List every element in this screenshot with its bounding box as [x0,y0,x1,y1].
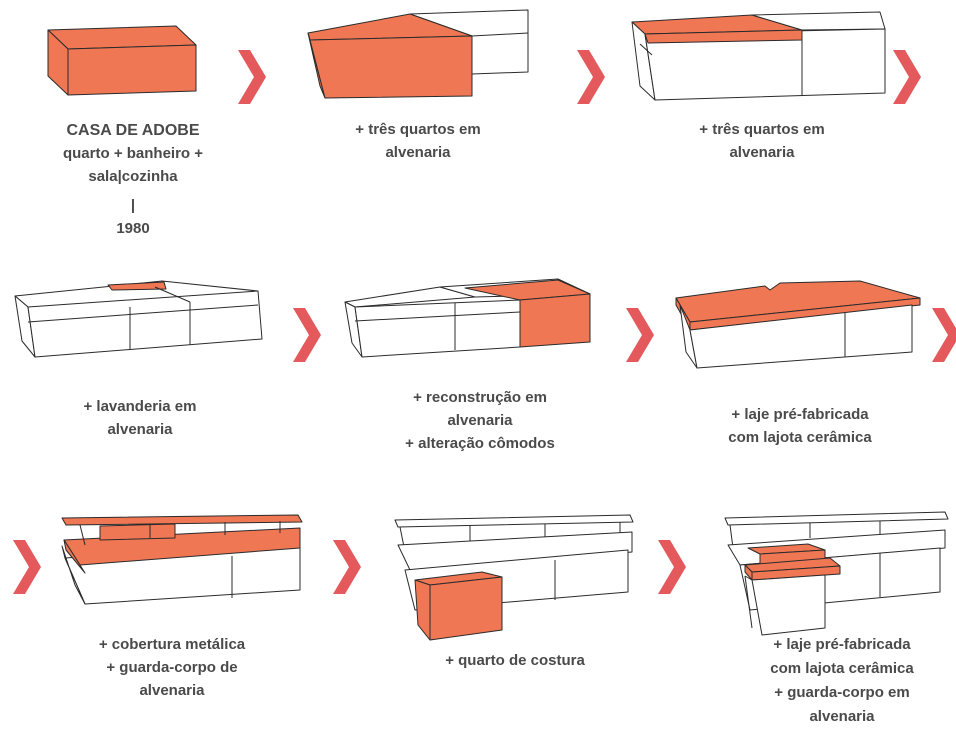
caption-line: + quarto de costura [445,652,585,669]
step-7-caption: + cobertura metálica + guarda-corpo de a… [62,633,282,702]
caption-line: sala|cozinha [88,168,178,185]
caption-line: + três quartos em [699,121,825,138]
step-8-caption: + quarto de costura [405,649,625,672]
caption-line: com lajota cerâmica [770,660,914,677]
step-2-caption: + três quartos em alvenaria [318,118,518,164]
caption-line: alvenaria [107,421,173,438]
caption-line: alvenaria [447,412,513,429]
caption-line: quarto + banheiro + [62,145,204,162]
step-6-caption: + laje pré-fabricada com lajota cerâmica [695,403,905,449]
step-7-roof-drawing [61,514,303,605]
caption-line: + alteração cômodos [405,435,555,452]
step-3-three-rooms-drawing [631,11,886,101]
caption-line: + reconstrução em [413,389,547,406]
caption-line: + guarda-corpo de [106,659,238,676]
step-1-caption: CASA DE ADOBE quarto + banheiro + sala|c… [35,119,231,240]
step-2-three-rooms-drawing [307,9,529,99]
caption-line: 1980 [116,220,150,237]
caption-line: alvenaria [139,682,205,699]
caption-line: alvenaria [809,708,875,725]
step-9-second-slab-drawing [724,511,949,636]
caption-line: + três quartos em [355,121,481,138]
step-4-caption: + lavanderia em alvenaria [40,395,240,441]
step-5-caption: + reconstrução em alvenaria + alteração … [370,386,590,455]
step-8-sewing-room-drawing [394,514,634,641]
step-4-laundry-drawing [14,280,263,358]
step-6-slab-drawing [675,280,921,369]
caption-line: alvenaria [385,144,451,161]
step-5-reconstruction-drawing [344,278,591,358]
step-1-adobe-house-drawing [47,25,197,96]
caption-line: + guarda-corpo em [774,684,910,701]
caption-line: + cobertura metálica [98,636,246,653]
caption-line: + laje pré-fabricada [731,406,869,423]
step-3-caption: + três quartos em alvenaria [662,118,862,164]
step-9-caption: + laje pré-fabricada com lajota cerâmica… [737,633,947,729]
caption-line: + lavanderia em [83,398,197,415]
caption-line: com lajota cerâmica [728,429,872,446]
caption-line: | [130,197,136,214]
caption-title: CASA DE ADOBE [66,122,200,139]
caption-line: + laje pré-fabricada [773,636,911,653]
caption-line: alvenaria [729,144,795,161]
